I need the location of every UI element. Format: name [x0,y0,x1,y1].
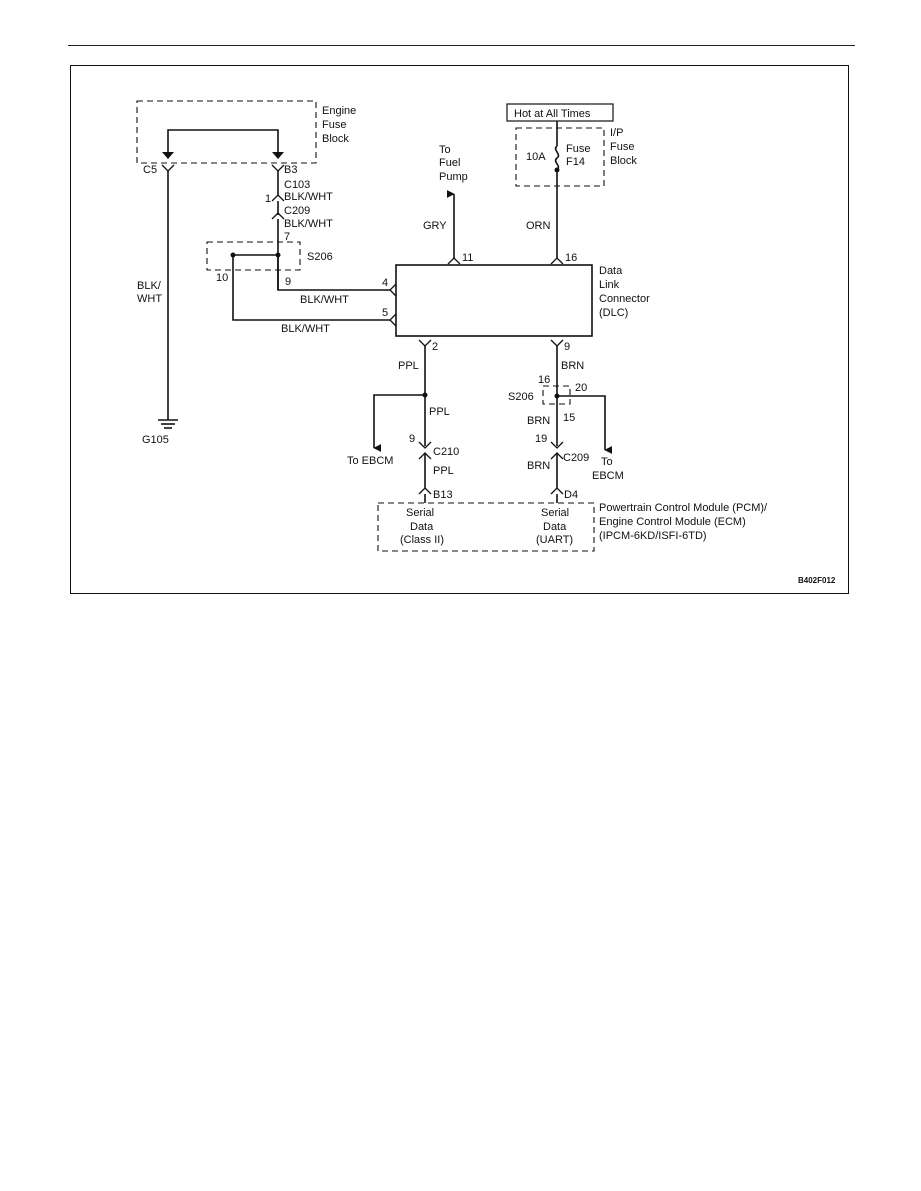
wire-label-gry: GRY [423,220,447,232]
fuse-id-label: F14 [566,156,585,168]
ground-g105-label: G105 [142,434,169,446]
serial-class2-label-1: Serial [406,507,434,519]
conn-c103-label: C103 [284,179,310,191]
pin-11-label: 11 [462,252,473,264]
wire-label-ppl-mid: PPL [429,406,450,418]
fuse-amperage-label: 10A [526,151,546,163]
serial-class2-label-3: (Class II) [400,534,444,546]
serial-uart-label-1: Serial [541,507,569,519]
pin-5-label: 5 [382,307,388,319]
conn-c209-top-label: C209 [284,205,310,217]
wire-label-brn-lower: BRN [527,460,550,472]
pin-16-s206-label: 16 [538,374,550,386]
pin-16-dlc-label: 16 [565,252,577,264]
conn-c210-label: C210 [433,446,459,458]
fuel-pump-label-3: Pump [439,171,468,183]
engine-fuse-block-label-2: Fuse [322,119,346,131]
dlc-label-2: Link [599,279,620,291]
wire-label-blk-wht-2: WHT [137,293,162,305]
conn-c209-lower-label: C209 [563,452,589,464]
data-link-connector: Data Link Connector (DLC) [395,264,650,337]
pin-20-label: 20 [575,382,587,394]
ground-wire: BLK/ WHT G105 [137,164,178,446]
pin-9-c210-label: 9 [409,433,415,445]
class2-serial-wire: 2 PPL PPL 9 C210 PPL B13 To EBCM [347,339,459,503]
fuel-pump-label-1: To [439,144,451,156]
pcm-label-1: Powertrain Control Module (PCM)/ [599,502,768,514]
fuel-pump-label-2: Fuel [439,157,460,169]
pin-19-label: 19 [535,433,547,445]
pin-10-label: 10 [216,272,228,284]
ip-fuse-block-label-3: Block [610,155,637,167]
engine-fuse-block: Engine Fuse Block C5 B3 [136,100,356,176]
to-ebcm-right-label-1: To [601,456,613,468]
dlc-label-3: Connector [599,293,650,305]
dlc-label-4: (DLC) [599,307,628,319]
ip-fuse-block-label-1: I/P [610,127,623,139]
pin-4-label: 4 [382,277,388,289]
fuse-word-label: Fuse [566,143,590,155]
splice-s206-lower-label: S206 [508,391,534,403]
wire-label-ppl-lower: PPL [433,465,454,477]
uart-serial-wire: 9 BRN 16 20 S206 BRN 15 19 BRN C209 D4 T… [508,339,624,503]
pin-7-label: 7 [284,231,290,243]
wire-label-blk-wht-1: BLK/ [137,280,162,292]
dlc-label-1: Data [599,265,623,277]
serial-uart-label-2: Data [543,521,567,533]
wire-label-ppl-upper: PPL [398,360,419,372]
pcm-label-2: Engine Control Module (ECM) [599,516,746,528]
pin-2-label: 2 [432,341,438,353]
pcm-ecm-module: Serial Data (Class II) Serial Data (UART… [377,502,768,552]
pin-1-label: 1 [265,193,271,205]
pin-b13-label: B13 [433,489,453,501]
page-top-rule [68,45,855,46]
pin-9-s206-label: 9 [285,276,291,288]
engine-fuse-block-label-1: Engine [322,105,356,117]
wire-label-blk-wht-c103: BLK/WHT [284,191,333,203]
pcm-label-3: (IPCM-6KD/ISFI-6TD) [599,530,707,542]
splice-s206-label: S206 [307,251,333,263]
engine-fuse-block-label-3: Block [322,133,349,145]
hot-at-all-times-label: Hot at All Times [514,108,591,120]
pin-c5: C5 [143,164,157,176]
wire-label-brn-mid: BRN [527,415,550,427]
pin-b3: B3 [284,164,297,176]
fuel-pump-wire: To Fuel Pump GRY 11 [423,144,473,265]
wire-label-blk-wht-pin4: BLK/WHT [300,294,349,306]
ip-fuse-block-label-2: Fuse [610,141,634,153]
pin-15-label: 15 [563,412,575,424]
dlc-ground-wires: 4 5 BLK/WHT BLK/WHT [232,255,397,335]
wire-label-blk-wht-c209: BLK/WHT [284,218,333,230]
serial-uart-label-3: (UART) [536,534,573,546]
pin-d4-label: D4 [564,489,578,501]
serial-class2-label-2: Data [410,521,434,533]
ip-fuse-block: Hot at All Times 10A Fuse F14 I/P Fuse B… [506,103,637,265]
splice-s206-upper: S206 10 9 [206,241,333,288]
figure-id-label: B402F012 [798,576,836,585]
to-ebcm-right-label-2: EBCM [592,470,624,482]
wire-label-brn-upper: BRN [561,360,584,372]
wire-label-blk-wht-pin5: BLK/WHT [281,323,330,335]
diagram-frame [70,65,849,594]
wire-label-orn: ORN [526,220,551,232]
blk-wht-feed: C103 1 BLK/WHT C209 BLK/WHT 7 [265,164,333,290]
to-ebcm-left-label: To EBCM [347,455,393,467]
pin-9-dlc-label: 9 [564,341,570,353]
